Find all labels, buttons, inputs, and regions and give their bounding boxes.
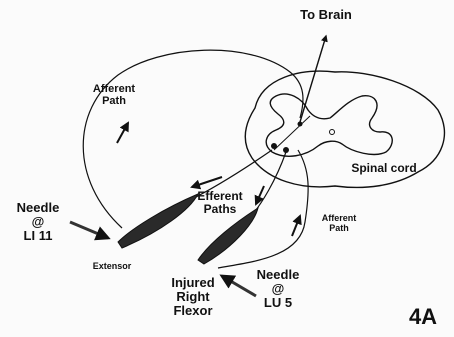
flexor-muscle: [198, 208, 258, 264]
neuron-dot-1: [271, 143, 277, 149]
ascending-tract-branch: [274, 116, 310, 150]
label-needle-li11: Needle @ LI 11: [10, 201, 66, 243]
afferent-arrow-left: [117, 123, 128, 143]
afferent-arrow-right: [292, 216, 300, 236]
label-needle-lu5: Needle @ LU 5: [248, 268, 308, 310]
neuron-dot-3: [298, 122, 303, 127]
needle-arrow-li11: [70, 222, 108, 238]
label-afferent-path-right: Afferent Path: [312, 214, 366, 233]
central-canal: [330, 130, 335, 135]
extensor-muscle: [118, 194, 198, 248]
label-efferent-paths: Efferent Paths: [188, 190, 252, 216]
label-spinal-cord: Spinal cord: [342, 162, 426, 175]
gray-matter-outline: [266, 94, 392, 156]
label-injured-right-flexor: Injured Right Flexor: [160, 276, 226, 318]
label-to-brain: To Brain: [288, 8, 364, 22]
label-extensor: Extensor: [80, 262, 144, 272]
label-afferent-path-left: Afferent Path: [82, 84, 146, 108]
ascending-tract: [300, 36, 326, 122]
figure-id-label: 4A: [398, 305, 448, 329]
